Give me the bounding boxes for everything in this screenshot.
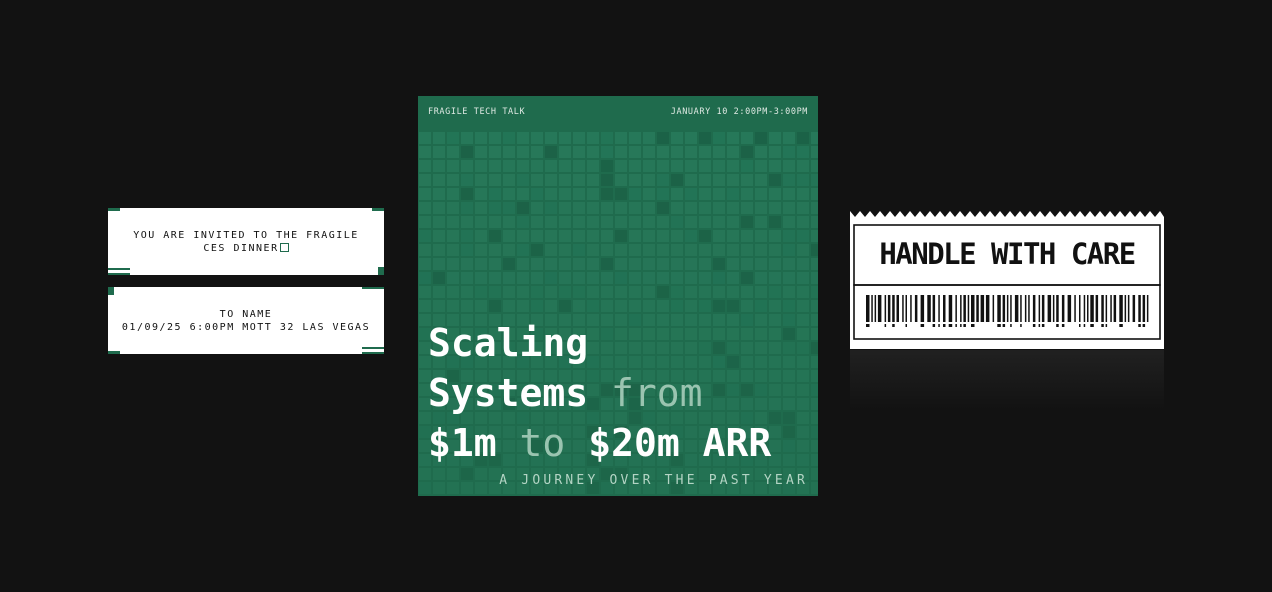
poster-headline: Scaling Systems from $1m to $20m ARR — [428, 318, 771, 468]
pixel-grid-pattern — [419, 132, 818, 494]
headline-text: Systems — [428, 371, 589, 415]
handle-with-care-label: HANDLE WITH CARE — [850, 208, 1164, 358]
label-shadow — [850, 350, 1164, 410]
cursor-icon — [279, 243, 289, 252]
headline-text: $20m ARR — [588, 421, 772, 465]
barcode-icon — [866, 295, 1149, 327]
corner-accent — [362, 352, 384, 354]
corner-accent — [372, 208, 384, 211]
headline-line-1: Scaling — [428, 318, 771, 368]
ticket-text: YOU ARE INVITED TO THE FRAGILE CES DINNE… — [108, 229, 384, 255]
ticket-line-2-text: CES DINNER — [203, 243, 279, 254]
ticket-line-1: YOU ARE INVITED TO THE FRAGILE — [133, 230, 359, 241]
ticket-text: TO NAME 01/09/25 6:00PM MOTT 32 LAS VEGA… — [108, 308, 384, 334]
corner-accent — [108, 208, 120, 211]
headline-text: Scaling — [428, 321, 589, 365]
headline-text-dim: to — [519, 421, 566, 465]
corner-accent — [108, 287, 114, 295]
poster-subtitle: A JOURNEY OVER THE PAST YEAR — [499, 473, 808, 488]
invitation-ticket: YOU ARE INVITED TO THE FRAGILE CES DINNE… — [108, 208, 384, 275]
details-ticket: TO NAME 01/09/25 6:00PM MOTT 32 LAS VEGA… — [108, 287, 384, 354]
corner-accent — [108, 268, 130, 270]
corner-accent — [378, 267, 384, 275]
headline-line-2: Systems from — [428, 368, 771, 418]
poster-header-right: JANUARY 10 2:00PM-3:00PM — [670, 107, 808, 117]
corner-accent — [362, 347, 384, 349]
headline-text-dim: from — [611, 371, 703, 415]
tech-talk-poster: FRAGILE TECH TALK JANUARY 10 2:00PM-3:00… — [418, 96, 818, 496]
ticket-line-2: 01/09/25 6:00PM MOTT 32 LAS VEGAS — [121, 322, 371, 333]
ticket-line-2: CES DINNER — [108, 242, 384, 255]
ticket-line-1: TO NAME — [219, 309, 273, 320]
label-body — [850, 211, 1164, 349]
label-title: HANDLE WITH CARE — [879, 237, 1136, 271]
corner-accent — [108, 273, 130, 275]
headline-text: $1m — [428, 421, 497, 465]
poster-header-left: FRAGILE TECH TALK — [428, 107, 526, 117]
corner-accent — [108, 351, 120, 354]
corner-accent — [362, 287, 384, 289]
headline-line-3: $1m to $20m ARR — [428, 418, 771, 468]
